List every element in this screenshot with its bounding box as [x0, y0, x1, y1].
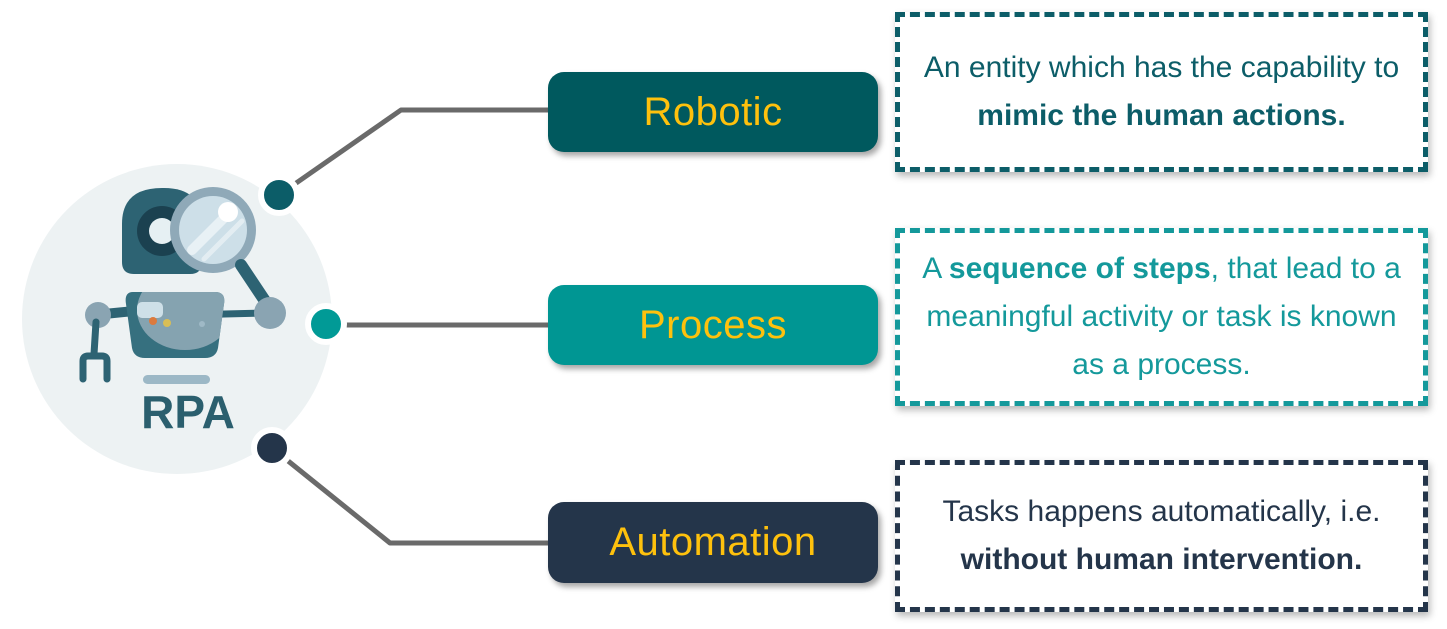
robot — [79, 187, 286, 384]
connector-dot-robotic — [258, 174, 300, 216]
connector-dot-process — [305, 303, 347, 345]
description-text-robotic: An entity which has the capability to mi… — [923, 51, 1400, 132]
node-pill-automation: Automation — [548, 502, 878, 583]
robot-eye — [149, 218, 175, 244]
connector-dot-automation — [251, 427, 293, 469]
hub-divider-bar — [143, 375, 210, 384]
description-box-automation: Tasks happens automatically, i.e. withou… — [895, 460, 1428, 612]
description-box-robotic: An entity which has the capability to mi… — [895, 12, 1428, 172]
node-pill-process-label: Process — [639, 302, 787, 347]
node-pill-process: Process — [548, 285, 878, 365]
robot-claw — [79, 352, 111, 383]
hub-circle: RPA — [22, 164, 332, 474]
robot-orange-dot — [149, 317, 157, 325]
description-box-process: A sequence of steps, that lead to a mean… — [895, 228, 1428, 406]
robot-chest-panel — [137, 302, 163, 318]
node-pill-robotic-label: Robotic — [643, 89, 783, 134]
node-pill-automation-label: Automation — [609, 520, 817, 564]
robot-left-arm — [90, 318, 100, 358]
robot-right-joint — [254, 297, 286, 329]
hub-label: RPA — [141, 386, 235, 438]
robot-small-dot — [199, 321, 205, 327]
robot-icon: RPA — [22, 164, 332, 474]
robot-body-shade — [137, 292, 225, 350]
description-text-process: A sequence of steps, that lead to a mean… — [922, 252, 1401, 381]
node-pill-robotic: Robotic — [548, 72, 878, 152]
description-text-automation: Tasks happens automatically, i.e. withou… — [942, 495, 1381, 576]
robot-left-joint — [85, 302, 111, 328]
robot-yellow-dot — [163, 319, 171, 327]
